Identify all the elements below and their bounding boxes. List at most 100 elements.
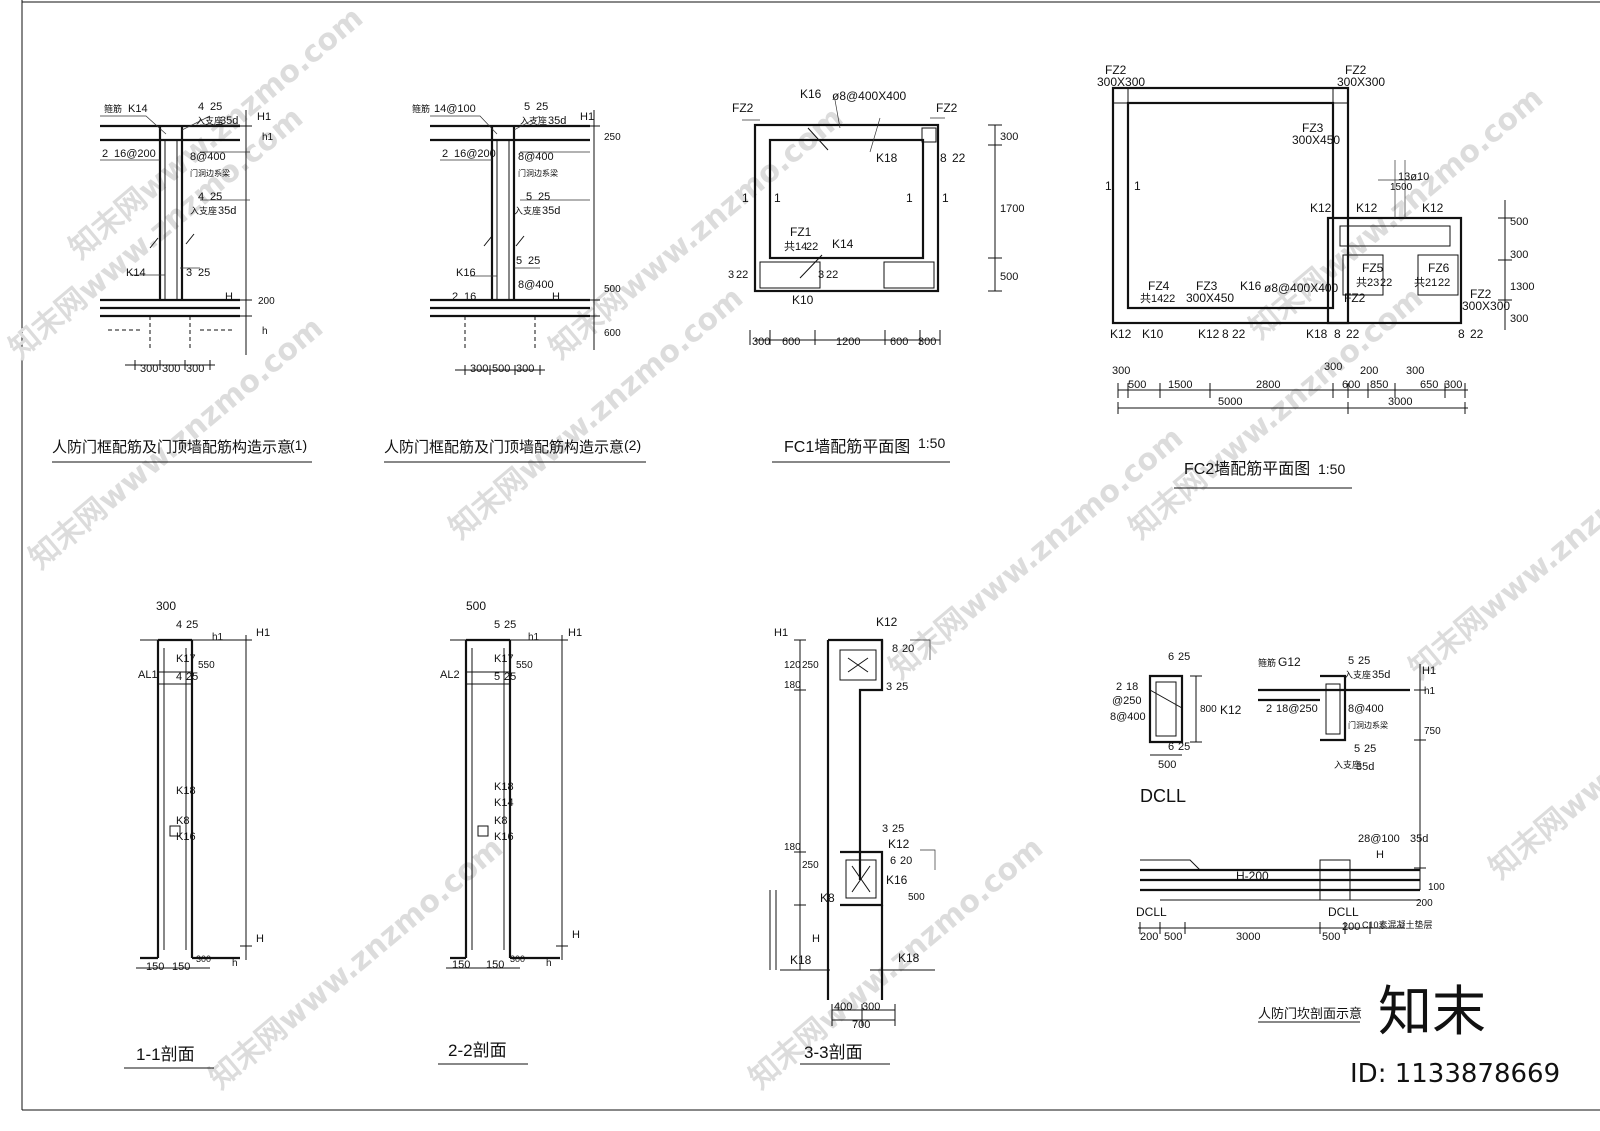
s33-dim-120: 120: [784, 660, 801, 671]
d1-label-ruzhizuo: 入支座: [196, 115, 223, 126]
d2-dim-300c: 300: [516, 363, 534, 375]
door-frame-detail-1: [100, 110, 252, 370]
d2-label-h: H: [552, 291, 560, 303]
s22-dim-150a: 150: [452, 959, 470, 971]
d2-label-16at200: 16@200: [454, 148, 496, 160]
s33-title: 3-3剖面: [804, 1043, 863, 1062]
s11-label-k17: K17: [176, 653, 196, 665]
s22-label-k8: K8: [494, 815, 507, 827]
d1-label-16at200: 16@200: [114, 148, 156, 160]
s11-label-4b: 4: [176, 671, 182, 683]
fc2-dim-600: 600: [1342, 379, 1360, 391]
dc-label-35d-a: 35d: [1372, 669, 1390, 681]
fc1-label-k10: K10: [792, 293, 814, 307]
fc1-dim-600b: 600: [890, 336, 908, 348]
d1-dim-300c: 300: [186, 363, 204, 375]
s11-label-h: H: [256, 933, 264, 945]
d1-label-h1-top: H1: [257, 111, 271, 123]
fc1-label-22d: 22: [826, 269, 838, 281]
dc-dim-200a: 200: [1140, 931, 1158, 943]
fc1-dim-1700: 1700: [1000, 203, 1024, 215]
fc1-label-22b: 22: [806, 241, 818, 253]
fc2-dim-300b: 300: [1510, 313, 1528, 325]
fc1-label-22: 22: [952, 151, 966, 165]
fc1-label-k16: K16: [800, 87, 822, 101]
s33-label-k12a: K12: [876, 615, 898, 629]
fc2-label-fz3: FZ3: [1302, 121, 1324, 135]
d1-dim-300a: 300: [140, 363, 158, 375]
fc2-dim-300: 300: [1510, 249, 1528, 261]
s33-label-8: 8: [892, 643, 898, 655]
dc-label-18at250: 18@250: [1276, 703, 1318, 715]
s11-label-25: 25: [186, 619, 198, 631]
fc2-label-22d: 22: [1232, 327, 1246, 341]
fc2-label-22f: 22: [1470, 327, 1484, 341]
fc2-dim-200: 200: [1360, 365, 1378, 377]
fc1-label-3b: 3: [818, 269, 824, 281]
fc2-sec-1b: 1: [1134, 179, 1141, 193]
dc-dim-100: 100: [1428, 882, 1445, 893]
dc-label-6a: 6: [1168, 651, 1174, 663]
d1-label-ruzhizuo-b: 入支座: [190, 205, 217, 216]
d2-label-5c: 5: [516, 255, 522, 267]
fc2-scale: 1:50: [1318, 461, 1345, 477]
dc-label-28at100: 28@100: [1358, 833, 1400, 845]
d1-label-gujin: 箍筋: [104, 103, 122, 114]
fc2-dim-300d: 300: [1444, 379, 1462, 391]
fc2-label-22a: 22: [1380, 277, 1392, 289]
s22-dim-300: 300: [510, 954, 525, 964]
fc1-sec-1b: 1: [774, 191, 781, 205]
dc-label-dcll-a: DCLL: [1136, 905, 1167, 919]
fc2-dim-650: 650: [1420, 379, 1438, 391]
d1-label-h: H: [225, 291, 233, 303]
dc-label-at250: @250: [1112, 695, 1142, 707]
fc2-label-k18: K18: [1306, 327, 1328, 341]
fc1-title: FC1墙配筋平面图: [784, 438, 910, 456]
s11-label-k8: K8: [176, 815, 189, 827]
s33-label-h1: H1: [774, 627, 788, 639]
s33-label-20: 20: [902, 643, 914, 655]
s11-dim-300: 300: [196, 954, 211, 964]
fc2-label-8b: 8: [1334, 327, 1341, 341]
fc2-label-8a: 8: [1222, 327, 1229, 341]
dc-label-5a: 5: [1348, 655, 1354, 667]
fc2-label-fz3b: FZ3: [1196, 279, 1218, 293]
d2-label-25b: 25: [538, 191, 550, 203]
d2-title: 人防门框配筋及门顶墙配筋构造示意: [384, 438, 624, 456]
d1-label-k14: K14: [128, 103, 148, 115]
s33-label-k12b: K12: [888, 837, 910, 851]
s33-label-25a: 25: [896, 681, 908, 693]
s33-label-3b: 3: [882, 823, 888, 835]
dc-dim-200b: 200: [1342, 921, 1360, 933]
dc-label-5b: 5: [1354, 743, 1360, 755]
dc-label-h1s: h1: [1424, 686, 1436, 697]
fc2-dim-1300: 1300: [1510, 281, 1534, 293]
dc-label-25d: 25: [1364, 743, 1376, 755]
d2-label-h1: H1: [580, 111, 594, 123]
dc-label-35d-c: 35d: [1410, 833, 1428, 845]
d2-label-beam: 门洞边系梁: [518, 168, 558, 178]
watermark-text: 知末网www.znzmo.com: [743, 830, 1050, 1096]
fc1-label-8: 8: [940, 151, 947, 165]
dc-dim-500: 500: [1158, 759, 1176, 771]
fc2-label-300x300-l: 300X300: [1097, 75, 1145, 89]
fc1-sec-1d: 1: [942, 191, 949, 205]
s33-dim-400: 400: [834, 1001, 852, 1013]
d2-label-2: 2: [442, 148, 448, 160]
fc2-label-300x450b: 300X450: [1186, 291, 1234, 305]
s11-title: 1-1剖面: [136, 1045, 195, 1064]
fc2-label-k12e: K12: [1198, 327, 1220, 341]
dc-label-beam: 门洞边系梁: [1348, 720, 1388, 730]
s33-label-25b: 25: [892, 823, 904, 835]
fc1-label-mesh: ø8@400X400: [832, 89, 907, 103]
s33-dim-700: 700: [852, 1019, 870, 1031]
dcll-sill-detail: [1138, 664, 1426, 1023]
fc2-label-gong21: 共21: [1414, 276, 1437, 289]
d1-label-25b: 25: [210, 191, 222, 203]
s11-dim-550: 550: [198, 660, 215, 671]
fc2-label-13phi10: 13ø10: [1398, 171, 1429, 183]
dc-label-dcll: DCLL: [1140, 786, 1186, 806]
dc-label-25a: 25: [1178, 651, 1190, 663]
s22-title: 2-2剖面: [448, 1041, 507, 1060]
fc2-label-k12a: K12: [1310, 201, 1332, 215]
